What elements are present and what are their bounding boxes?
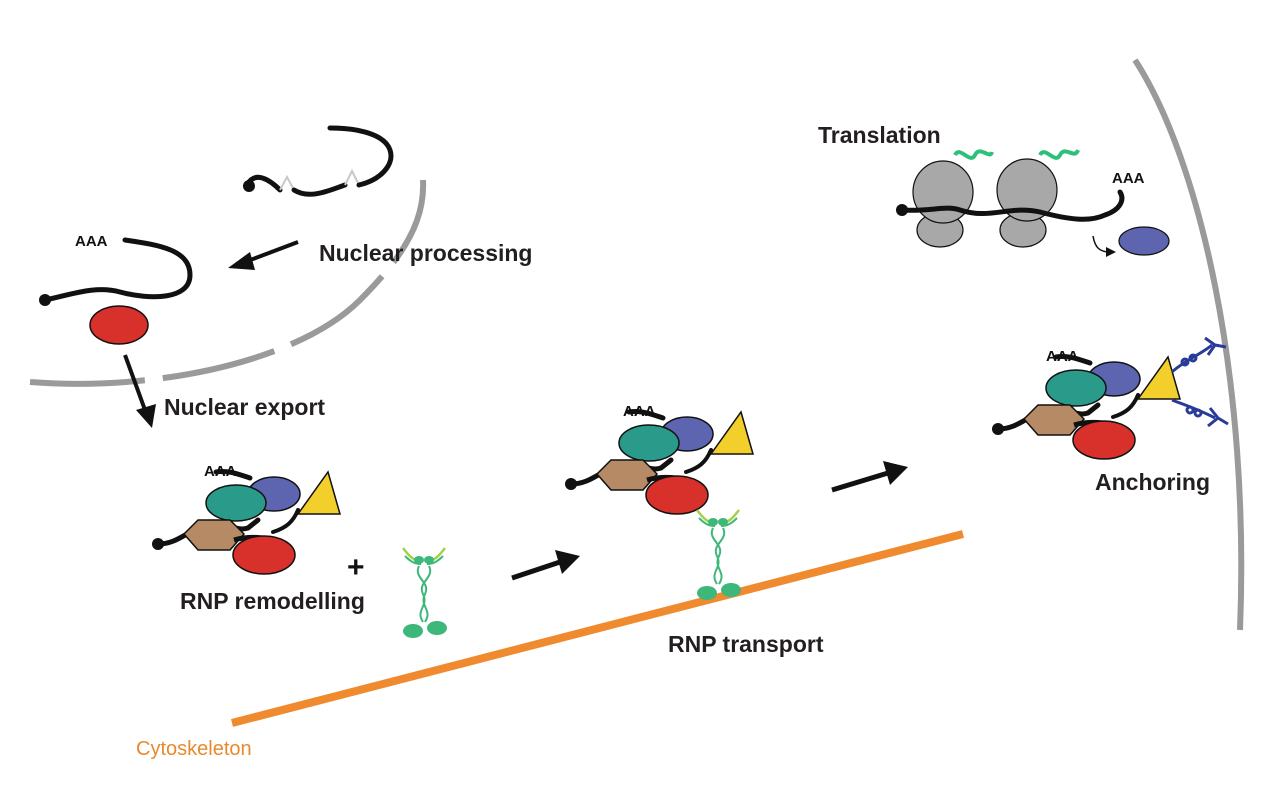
label-anchoring: Anchoring bbox=[1095, 469, 1210, 495]
poly-a-label: AAA bbox=[1046, 348, 1079, 365]
label-rnp-transport: RNP transport bbox=[668, 631, 824, 657]
plus-sign: + bbox=[347, 551, 365, 584]
poly-a-label: AAA bbox=[75, 233, 108, 250]
motor-protein-free bbox=[401, 546, 449, 640]
label-nuclear-export: Nuclear export bbox=[164, 394, 325, 420]
label-rnp-remodelling: RNP remodelling bbox=[180, 588, 365, 614]
rnp-complex-transport: AAA bbox=[565, 403, 753, 514]
pre-mrna bbox=[243, 125, 394, 197]
rnp-complex-remodelling: AAA bbox=[152, 463, 340, 574]
poly-a-label: AAA bbox=[1112, 170, 1145, 187]
label-translation: Translation bbox=[818, 122, 941, 148]
cytoskeleton-filament bbox=[230, 530, 965, 727]
label-nuclear-processing: Nuclear processing bbox=[319, 240, 532, 266]
anchor-proteins bbox=[1170, 336, 1229, 428]
label-cytoskeleton: Cytoskeleton bbox=[136, 738, 252, 760]
poly-a-label: AAA bbox=[204, 463, 237, 480]
translating-mrna: AAA bbox=[896, 149, 1170, 256]
rnp-complex-anchored: AAA bbox=[992, 348, 1180, 459]
process-arrows bbox=[123, 235, 1116, 581]
processed-mrna: AAA bbox=[39, 233, 193, 345]
plasma-membrane bbox=[1132, 58, 1245, 631]
poly-a-label: AAA bbox=[623, 403, 656, 420]
motor-protein-bound bbox=[695, 508, 743, 602]
nuclear-envelope bbox=[29, 179, 427, 387]
